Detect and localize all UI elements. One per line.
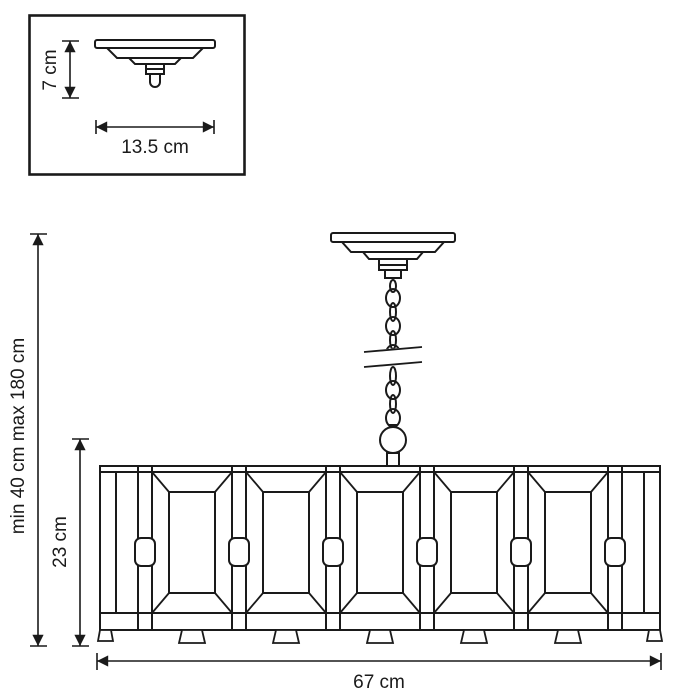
overall-width-dimension (96, 653, 662, 670)
shade-feet (96, 629, 664, 644)
canopy-dome (339, 241, 447, 253)
divider-knob (416, 537, 438, 567)
inset-height-dimension (62, 40, 79, 99)
shade-foot (459, 629, 489, 644)
shade-foot (177, 629, 207, 644)
chain-hook (389, 279, 397, 293)
divider-knob (322, 537, 344, 567)
shade-panel (245, 471, 327, 614)
shade-panel (527, 471, 609, 614)
chain (363, 279, 423, 430)
chain-link (389, 366, 397, 386)
chain-link (389, 394, 397, 414)
shade-panel (339, 471, 421, 614)
shade-height-dim-label: 23 cm (50, 516, 71, 568)
suspension-stem (386, 452, 400, 467)
chain-link (385, 316, 401, 336)
suspension-ball (379, 426, 407, 454)
lamp-shade (96, 465, 664, 644)
chain-link (389, 302, 397, 322)
overall-width-dim-label: 67 cm (353, 672, 405, 693)
shade-foot (365, 629, 395, 644)
divider-knob (510, 537, 532, 567)
chain-link (385, 288, 401, 308)
shade-height-dimension (72, 438, 89, 647)
shade-foot (553, 629, 583, 644)
divider-knob (604, 537, 626, 567)
inset-detail-box: 7 cm 13.5 cm (28, 14, 246, 176)
shade-panel (151, 471, 233, 614)
chain-break-line (363, 361, 423, 368)
shade-panel (433, 471, 515, 614)
overall-height-dimension (30, 233, 47, 647)
shade-panels (151, 471, 609, 614)
shade-body (99, 465, 661, 631)
inset-width-dimension (95, 120, 215, 134)
inset-height-dim-label: 7 cm (40, 49, 61, 90)
shade-knobs (134, 537, 626, 567)
shade-foot (645, 629, 664, 642)
chain-link (385, 380, 401, 400)
shade-foot (96, 629, 115, 642)
canopy-collar (384, 269, 402, 279)
overall-height-dim-label: min 40 cm max 180 cm (8, 338, 29, 534)
divider-knob (228, 537, 250, 567)
inset-bulb (149, 73, 161, 88)
divider-knob (134, 537, 156, 567)
canopy-step (360, 251, 426, 260)
shade-foot (271, 629, 301, 644)
chain-break-line (363, 346, 423, 353)
canopy-plate (330, 232, 456, 243)
inset-width-dim-label: 13.5 cm (121, 137, 189, 158)
inset-canopy-step (126, 57, 184, 65)
suspension (379, 426, 407, 467)
inset-canopy-drawing (94, 39, 216, 88)
inset-canopy-dome (104, 47, 206, 59)
ceiling-canopy (330, 232, 456, 279)
